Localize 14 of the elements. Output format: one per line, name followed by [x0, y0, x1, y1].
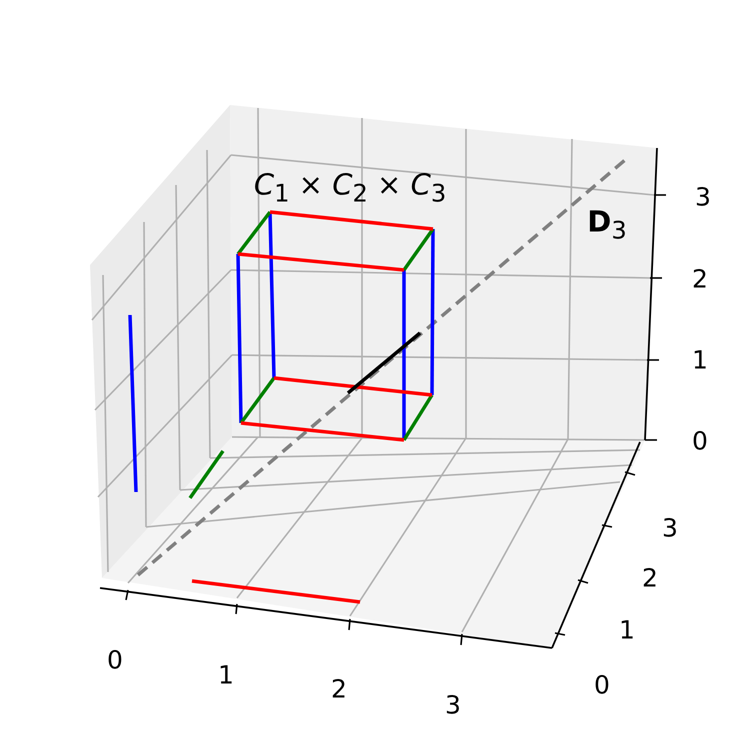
tick-label: 3: [445, 692, 461, 718]
tick-label: 3: [695, 184, 711, 210]
axis-label: D$_{3}$: [587, 208, 627, 242]
tick-label: 2: [692, 266, 708, 292]
tick-label: 1: [218, 662, 234, 688]
tick-label: 0: [692, 428, 708, 454]
tick-label: 0: [107, 648, 123, 672]
tick-label: 1: [619, 618, 635, 642]
tick-label: 1: [692, 348, 708, 372]
tick-label: 0: [594, 672, 610, 698]
product-label: C$_{1}$ × C$_{2}$ × C$_{3}$: [254, 170, 446, 206]
tick-label: 2: [642, 566, 658, 590]
tick-label: 3: [662, 516, 678, 540]
tick-label: 2: [331, 676, 347, 702]
